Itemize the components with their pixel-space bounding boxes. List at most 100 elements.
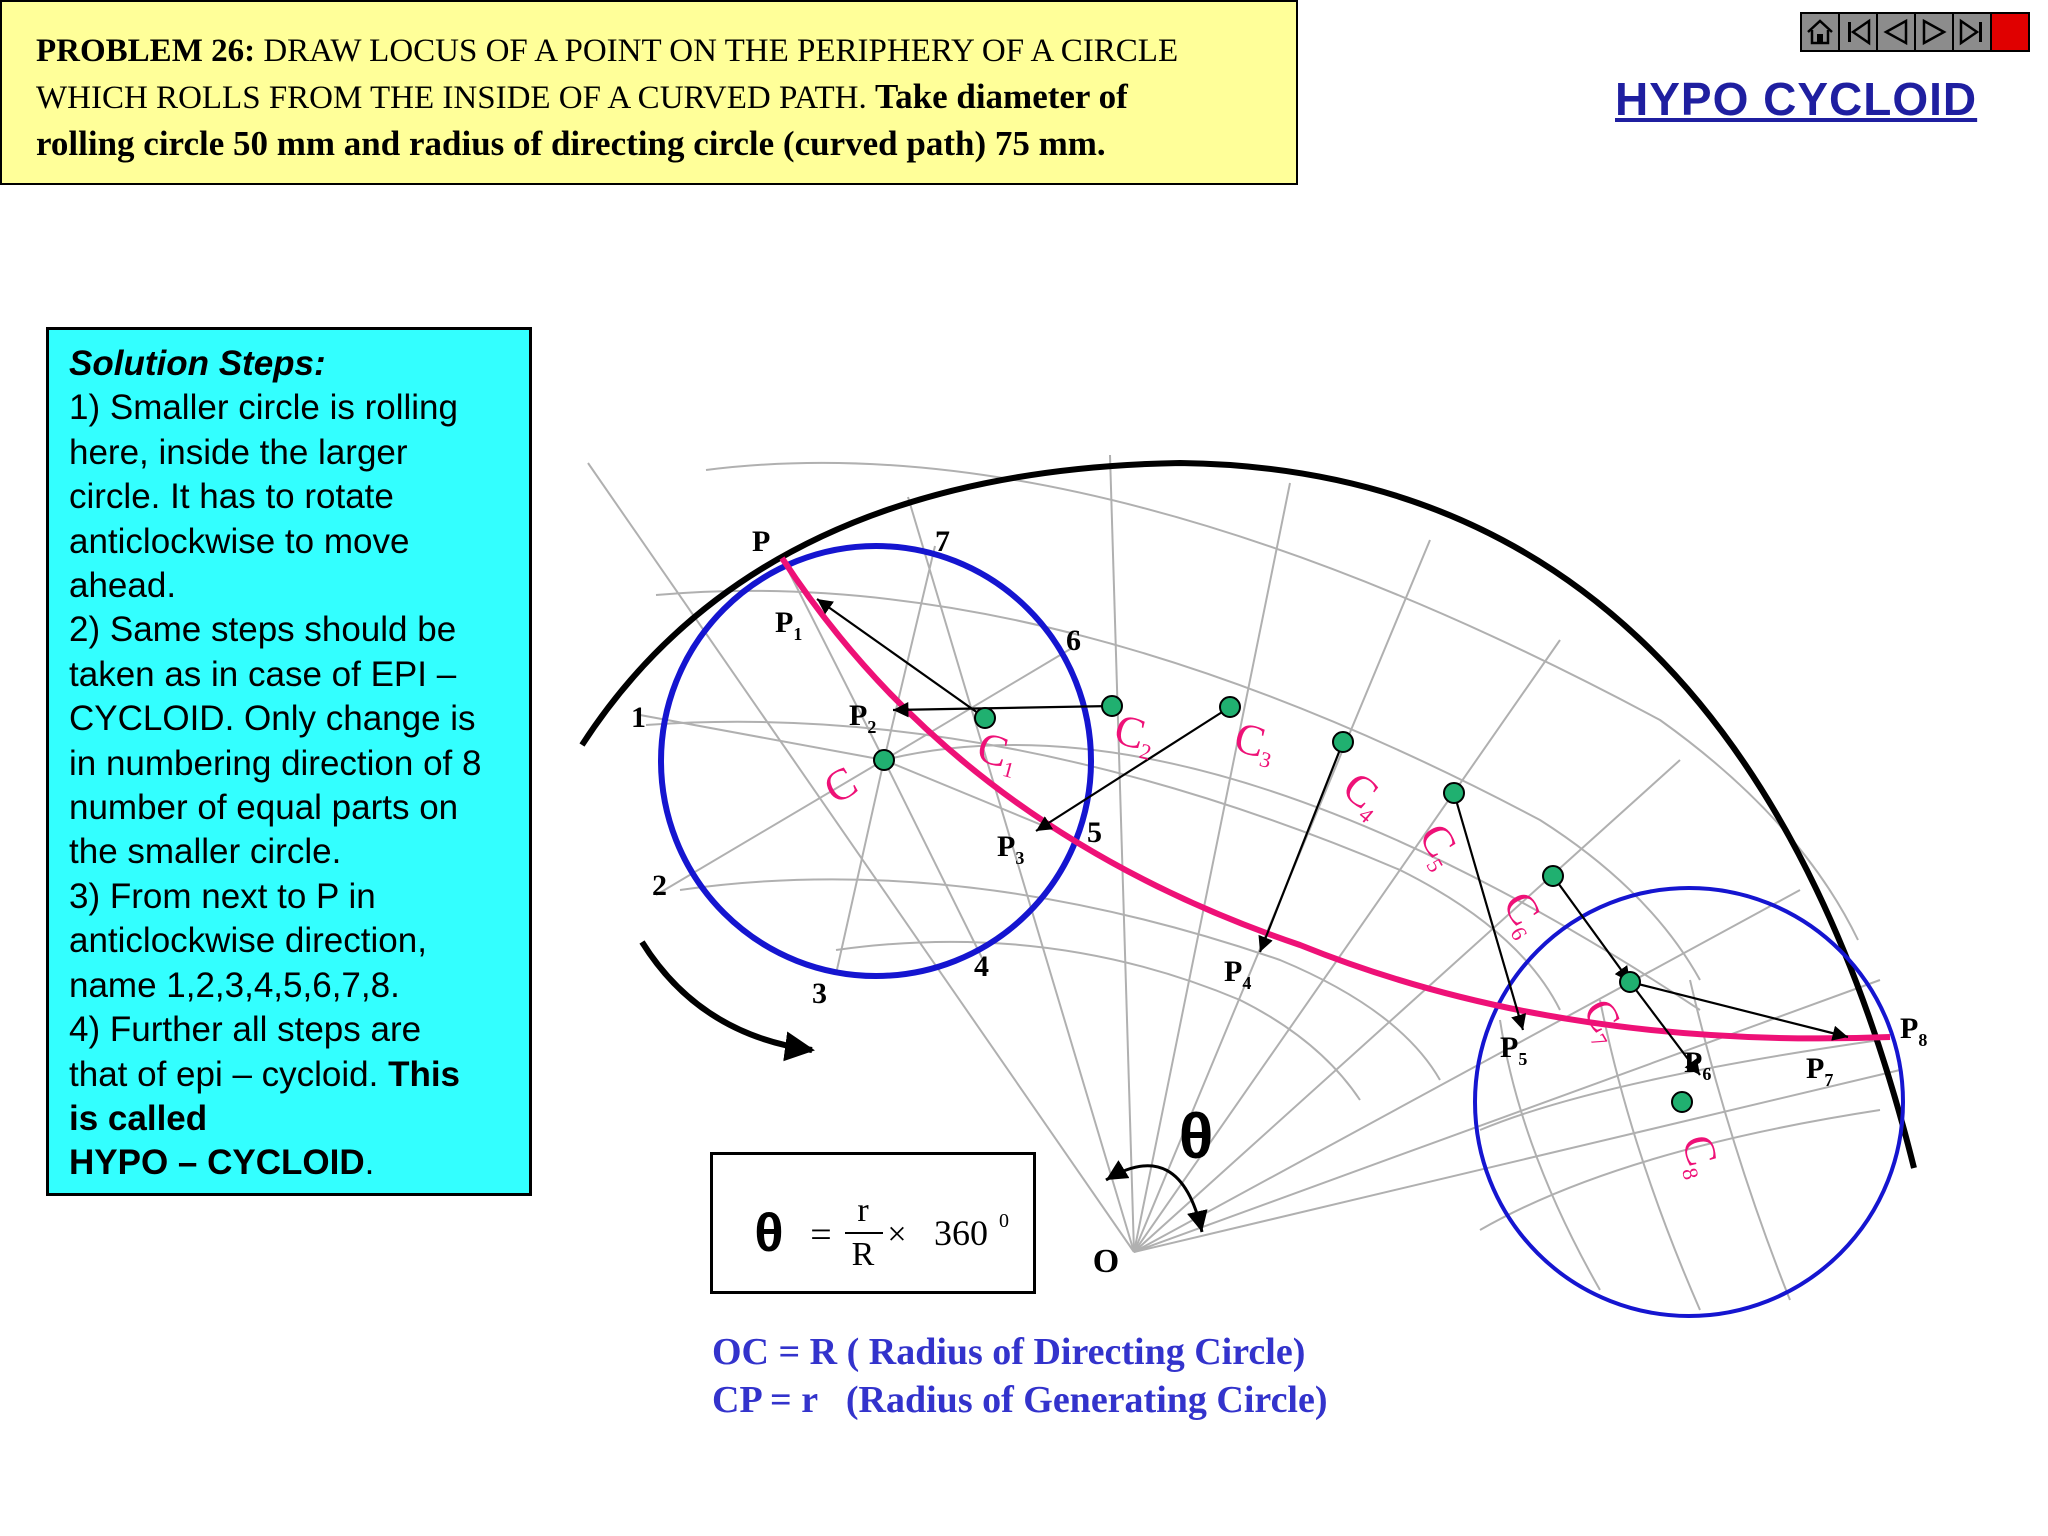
legend-line-oc: OC = R ( Radius of Directing Circle) bbox=[712, 1331, 1306, 1373]
locus-point-label: P4 bbox=[1224, 955, 1251, 993]
problem-line-2: WHICH ROLLS FROM THE INSIDE OF A CURVED … bbox=[36, 74, 1262, 121]
radial-construction-line bbox=[587, 462, 1135, 1253]
center-point-label: C3 bbox=[1229, 712, 1281, 773]
last-slide-button[interactable] bbox=[1954, 14, 1992, 50]
step-line: CYCLOID. Only change is bbox=[69, 699, 476, 739]
rolling-direction-arrow bbox=[639, 940, 815, 1062]
step-line: in numbering direction of 8 bbox=[69, 743, 482, 783]
radial-construction-line bbox=[1109, 454, 1135, 1253]
center-point-label-subscript: 2 bbox=[1137, 738, 1154, 765]
division-label-4: 4 bbox=[974, 950, 989, 983]
exit-button[interactable] bbox=[1992, 14, 2028, 50]
hypocycloid-locus bbox=[779, 556, 1891, 1042]
construction-arrow bbox=[1552, 875, 1631, 983]
formula-times: × bbox=[887, 1216, 906, 1253]
step-line: name 1,2,3,4,5,6,7,8. bbox=[69, 965, 400, 1005]
center-point-dot bbox=[1101, 695, 1123, 717]
formula-box: θ = r R × 360 0 bbox=[710, 1152, 1036, 1294]
concentric-construction-arc bbox=[655, 589, 1701, 981]
formula-degree: 0 bbox=[999, 1210, 1009, 1232]
center-point-dot bbox=[1671, 1091, 1693, 1113]
division-label-3: 3 bbox=[812, 977, 827, 1010]
locus-point-label: P8 bbox=[1900, 1012, 1927, 1050]
previous-icon bbox=[1883, 18, 1908, 46]
problem-text-2-bold: Take diameter of bbox=[874, 77, 1128, 116]
end-circle-construction-arc bbox=[1479, 1109, 1881, 1231]
center-point-label-subscript: 6 bbox=[1505, 922, 1532, 944]
rolling-circle-start bbox=[658, 543, 1094, 979]
problem-line-3: rolling circle 50 mm and radius of direc… bbox=[36, 121, 1262, 168]
division-label-2: 2 bbox=[652, 869, 667, 902]
center-point-label-subscript: 3 bbox=[1257, 746, 1274, 773]
theta-arc bbox=[1105, 1160, 1208, 1233]
center-point-label: C8 bbox=[1669, 1130, 1730, 1182]
home-icon bbox=[1807, 19, 1833, 45]
division-spoke-line bbox=[781, 557, 885, 761]
construction-arrow bbox=[1035, 706, 1231, 832]
construction-arrow bbox=[1629, 981, 1701, 1076]
home-button[interactable] bbox=[1802, 14, 1840, 50]
center-point-dot bbox=[1332, 731, 1354, 753]
problem-line-1: PROBLEM 26: DRAW LOCUS OF A POINT ON THE… bbox=[36, 28, 1262, 74]
division-label-6: 6 bbox=[1066, 624, 1081, 657]
radial-construction-line bbox=[1133, 979, 1881, 1253]
last-icon bbox=[1959, 18, 1982, 46]
theta-label: θ bbox=[1179, 1100, 1214, 1172]
center-point-dot bbox=[1542, 865, 1564, 887]
center-point-label-subscript: 5 bbox=[1421, 854, 1448, 876]
center-point-dot bbox=[1219, 696, 1241, 718]
division-label-7: 7 bbox=[935, 525, 950, 558]
first-slide-button[interactable] bbox=[1840, 14, 1878, 50]
concentric-construction-arc bbox=[835, 940, 1361, 1101]
problem-statement: PROBLEM 26: DRAW LOCUS OF A POINT ON THE… bbox=[0, 0, 1298, 185]
construction-arrows bbox=[816, 598, 1849, 1076]
concentric-construction-arc bbox=[679, 878, 1441, 1081]
center-point-dot bbox=[873, 749, 895, 771]
first-icon bbox=[1848, 18, 1871, 46]
concentric-construction-arc bbox=[645, 720, 1561, 1011]
end-circle-construction-arc bbox=[1689, 979, 1791, 1301]
step-line: circle. It has to rotate bbox=[69, 477, 394, 517]
center-point-label: C bbox=[816, 757, 866, 814]
formula-numerator: r bbox=[857, 1192, 869, 1229]
construction-arrow bbox=[1258, 741, 1345, 953]
construction-arrow bbox=[892, 702, 1113, 718]
center-point-label: C7 bbox=[1571, 991, 1636, 1052]
center-point-label: C4 bbox=[1332, 762, 1396, 828]
step-line: 3) From next to P in bbox=[69, 876, 376, 916]
radial-construction-line bbox=[907, 496, 1135, 1253]
step-line: the smaller circle. bbox=[69, 832, 342, 872]
step-line: 2) Same steps should be bbox=[69, 610, 457, 650]
division-spoke-line bbox=[639, 714, 885, 761]
rolling-circle-end bbox=[1473, 886, 1905, 1318]
locus-point-label-subscript: 5 bbox=[1518, 1049, 1527, 1069]
radial-construction-line bbox=[1133, 1069, 1901, 1253]
next-icon bbox=[1922, 18, 1947, 46]
step-line: ahead. bbox=[69, 566, 177, 606]
step-line: here, inside the larger bbox=[69, 432, 408, 472]
point-p-label: P bbox=[752, 525, 770, 558]
centers-path-arc bbox=[879, 744, 1701, 1011]
division-spoke-line bbox=[883, 647, 1073, 761]
locus-point-label-subscript: 3 bbox=[1015, 848, 1024, 868]
step-line: taken as in case of EPI – bbox=[69, 654, 457, 694]
formula-equals: = bbox=[810, 1214, 831, 1256]
locus-point-label-subscript: 4 bbox=[1242, 973, 1251, 993]
locus-point-label: P5 bbox=[1500, 1031, 1527, 1069]
problem-text-2: WHICH ROLLS FROM THE INSIDE OF A CURVED … bbox=[36, 80, 867, 116]
next-slide-button[interactable] bbox=[1916, 14, 1954, 50]
end-circle-construction-arc bbox=[1479, 1039, 1881, 1131]
step-text: that of epi – cycloid. bbox=[69, 1054, 379, 1094]
end-circle-construction-arc bbox=[1599, 999, 1701, 1311]
locus-point-label: P3 bbox=[997, 830, 1024, 868]
step-text-bold: This bbox=[388, 1054, 461, 1094]
end-circle-construction-arc bbox=[1499, 1019, 1601, 1291]
step-line: anticlockwise to move bbox=[69, 521, 410, 561]
center-point-dot bbox=[1619, 971, 1641, 993]
step-line: number of equal parts on bbox=[69, 788, 459, 828]
previous-slide-button[interactable] bbox=[1878, 14, 1916, 50]
construction-arrow bbox=[1452, 792, 1527, 1031]
